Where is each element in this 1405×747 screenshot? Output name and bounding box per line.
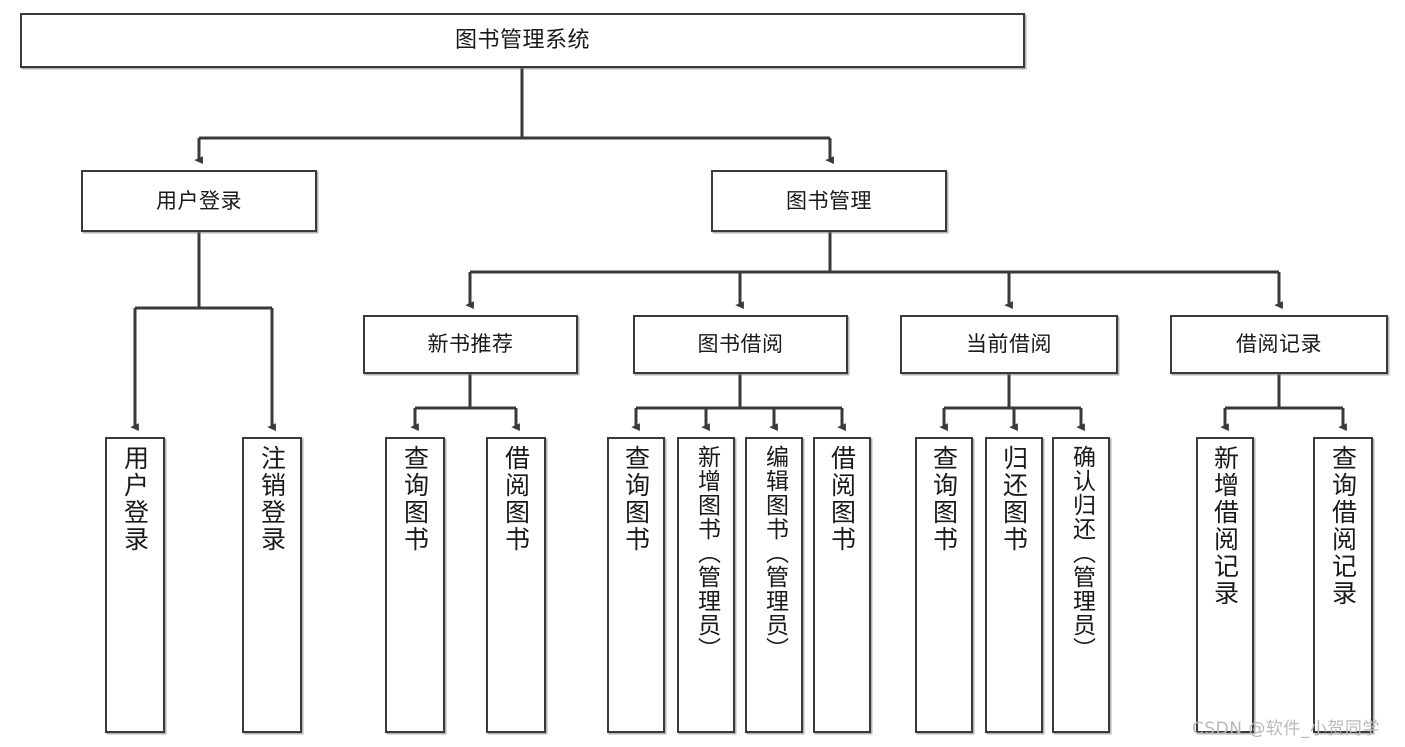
node-new-book-recommend-label: 新书推荐 xyxy=(427,332,514,357)
node-user-login-label: 用户登录 xyxy=(156,188,242,213)
node-book-management-label: 图书管理 xyxy=(786,188,872,213)
node-new-book-recommend[interactable]: 新书推荐 xyxy=(363,315,578,374)
node-leaf-user-login-label: 用户登录 xyxy=(120,445,150,553)
node-leaf-user-logout-label: 注销登录 xyxy=(257,445,287,553)
node-leaf-return-book-label: 归还图书 xyxy=(999,445,1029,553)
node-leaf-query-borrow-record-label: 查询借阅记录 xyxy=(1328,445,1358,607)
node-root-label: 图书管理系统 xyxy=(454,27,590,53)
node-leaf-user-login[interactable]: 用户登录 xyxy=(105,437,165,733)
node-leaf-edit-book-admin[interactable]: 编辑图书（管理员） xyxy=(745,437,803,733)
node-book-borrow[interactable]: 图书借阅 xyxy=(633,315,848,374)
node-leaf-add-book-admin-label: 新增图书（管理员） xyxy=(693,445,720,661)
node-leaf-query-book-rec-label: 查询图书 xyxy=(400,445,430,553)
node-leaf-add-borrow-record[interactable]: 新增借阅记录 xyxy=(1196,437,1254,733)
node-leaf-borrow-book[interactable]: 借阅图书 xyxy=(813,437,871,733)
node-leaf-add-borrow-record-label: 新增借阅记录 xyxy=(1210,445,1240,607)
node-leaf-query-book-current-label: 查询图书 xyxy=(929,445,959,553)
node-leaf-query-borrow-record[interactable]: 查询借阅记录 xyxy=(1313,437,1373,733)
node-book-borrow-label: 图书借阅 xyxy=(697,332,784,357)
node-root[interactable]: 图书管理系统 xyxy=(20,13,1025,68)
node-leaf-query-book-borrow[interactable]: 查询图书 xyxy=(607,437,665,733)
node-current-borrow-label: 当前借阅 xyxy=(966,332,1052,357)
node-leaf-confirm-return-admin-label: 确认归还（管理员） xyxy=(1068,445,1095,661)
node-leaf-edit-book-admin-label: 编辑图书（管理员） xyxy=(761,445,788,661)
node-leaf-query-book-rec[interactable]: 查询图书 xyxy=(385,437,445,733)
node-leaf-query-book-current[interactable]: 查询图书 xyxy=(915,437,973,733)
node-leaf-return-book[interactable]: 归还图书 xyxy=(985,437,1043,733)
watermark: CSDN @软件_小贺同学 xyxy=(1192,719,1380,739)
node-leaf-confirm-return-admin[interactable]: 确认归还（管理员） xyxy=(1052,437,1110,733)
node-user-login[interactable]: 用户登录 xyxy=(81,170,317,232)
node-leaf-add-book-admin[interactable]: 新增图书（管理员） xyxy=(677,437,735,733)
node-current-borrow[interactable]: 当前借阅 xyxy=(900,315,1118,374)
node-leaf-query-book-borrow-label: 查询图书 xyxy=(621,445,651,553)
node-leaf-borrow-book-label: 借阅图书 xyxy=(827,445,857,553)
node-leaf-borrow-book-rec[interactable]: 借阅图书 xyxy=(486,437,546,733)
node-leaf-user-logout[interactable]: 注销登录 xyxy=(242,437,302,733)
node-leaf-borrow-book-rec-label: 借阅图书 xyxy=(501,445,531,553)
node-book-management[interactable]: 图书管理 xyxy=(711,170,947,232)
node-borrow-record-label: 借阅记录 xyxy=(1236,332,1322,357)
node-borrow-record[interactable]: 借阅记录 xyxy=(1170,315,1388,374)
